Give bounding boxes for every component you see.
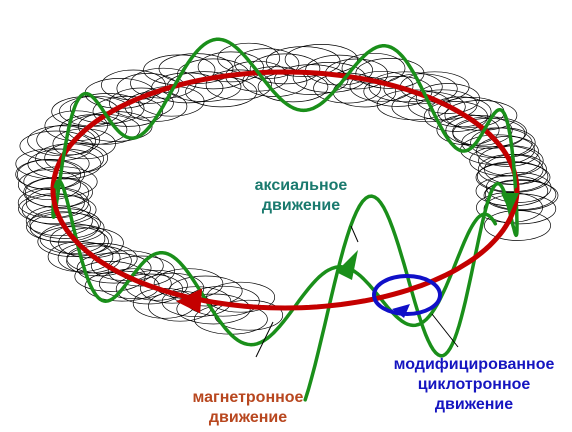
coil-loop — [74, 261, 146, 292]
magnetron-orbit-front — [50, 187, 520, 311]
coil-loop — [107, 255, 175, 287]
coil-loop — [483, 193, 557, 225]
magnetron-label-line2: движение — [208, 409, 288, 426]
coil-loop — [57, 242, 121, 274]
magnetron-motion-label: магнетронное движение — [168, 388, 328, 428]
coil-loop — [26, 211, 99, 243]
coil-loop — [19, 130, 94, 162]
coil-loop — [116, 73, 180, 104]
cyclotron-label-line1: модифицированное — [393, 356, 555, 373]
coil-loop — [383, 73, 458, 105]
axial-motion-trajectory — [51, 37, 519, 402]
coil-loop — [477, 154, 544, 185]
axial-label-line2: движение — [261, 197, 341, 214]
cyclotron-motion-label: модифицированное циклотронное движение — [382, 355, 566, 415]
cyclotron-label-line3: движение — [434, 396, 514, 413]
cyclotron-leader-line — [431, 313, 459, 348]
coil-loop — [206, 281, 276, 313]
modified-cyclotron-ring — [372, 274, 442, 316]
coil-loop — [355, 58, 425, 89]
axial-label-line1: аксиальное — [254, 177, 348, 194]
magnetron-leader-line — [255, 321, 274, 358]
coil-loop — [444, 100, 518, 131]
coil-loop — [66, 245, 132, 277]
cyclotron-direction-arrow — [392, 304, 410, 318]
coil-loop — [249, 53, 321, 85]
axial-direction-arrow-right — [501, 193, 519, 213]
coil-loop — [25, 205, 93, 237]
coil-loop — [17, 169, 81, 201]
magnetron-orbit-back — [50, 69, 520, 193]
coil-loop — [484, 179, 557, 210]
axial-leader-line — [350, 225, 359, 243]
coil-loop — [234, 48, 300, 79]
coil-loop — [115, 273, 183, 305]
coil-loop — [391, 91, 466, 123]
cyclotron-label-line2: циклотронное — [417, 376, 531, 393]
coil-loop — [452, 116, 527, 148]
coil-loop — [197, 51, 264, 83]
coil-loop — [15, 158, 85, 190]
coil-loop — [205, 69, 272, 101]
magnetron-direction-arrow — [176, 288, 203, 314]
coil-loop — [140, 272, 205, 304]
coil-loop — [109, 87, 174, 119]
coil-loop — [58, 227, 124, 259]
coil-loop — [368, 71, 443, 103]
magnetron-label-line1: магнетронное — [192, 389, 304, 406]
coil-loop — [349, 70, 414, 102]
coil-loop — [470, 127, 536, 159]
coil-loop — [59, 95, 133, 127]
coil-loop — [92, 96, 163, 127]
coil-loop — [428, 96, 492, 128]
coil-loop — [363, 76, 433, 107]
coil-loop — [415, 83, 480, 114]
coil-loop — [29, 208, 101, 239]
coil-loop — [101, 69, 166, 101]
axial-motion-label: аксиальное движение — [232, 176, 370, 216]
coil-loop — [242, 66, 308, 97]
coil-loop — [98, 268, 172, 300]
coil-loop — [476, 136, 539, 167]
axial-direction-arrow — [336, 250, 358, 280]
coil-loop — [84, 78, 155, 109]
